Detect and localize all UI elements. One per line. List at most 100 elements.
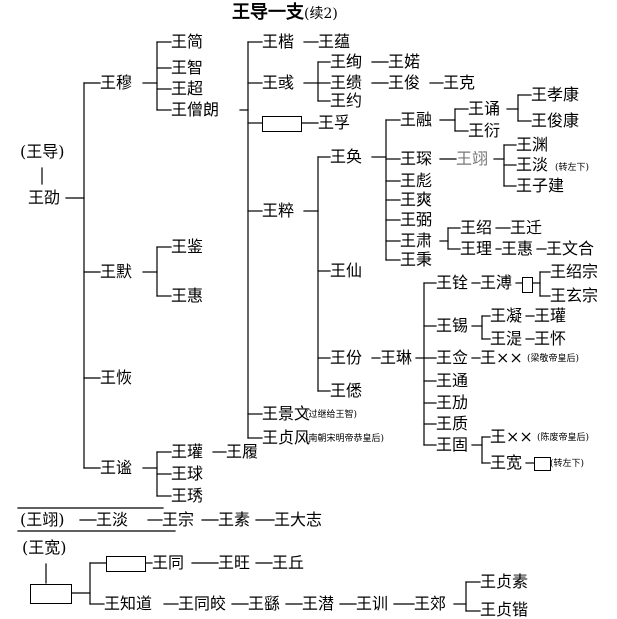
person-node: 王履 — [226, 442, 259, 461]
person-node: 王郊 — [414, 594, 447, 613]
person-node: 王默 — [100, 262, 133, 281]
person-node: 王宽 — [490, 453, 523, 472]
person-node: 王秉 — [400, 250, 433, 269]
person-node: 王彪 — [400, 171, 433, 190]
person-node: 王孚 — [318, 113, 351, 132]
unknown-name-box — [262, 116, 302, 132]
person-node: 王佥 — [436, 348, 469, 367]
person-note: (南朝宋明帝恭皇后) — [305, 434, 385, 444]
person-node: 王蕴 — [318, 32, 351, 51]
note-text: 南朝宋明帝恭皇后 — [308, 434, 381, 444]
person-node: 王琳 — [380, 348, 413, 367]
person-node: 王训 — [356, 594, 389, 613]
person-node: 王超 — [171, 79, 204, 98]
person-node: 王彧 — [262, 73, 295, 92]
person-node: 王渊 — [516, 135, 549, 154]
person-node: 王湜 — [490, 329, 523, 348]
person-node: 王知道 — [104, 594, 153, 613]
person-node: 王溥 — [480, 273, 513, 292]
person-node: 王融 — [400, 110, 433, 129]
person-node: 王凝 — [490, 306, 523, 325]
note-text: 陈废帝皇后 — [540, 433, 586, 443]
person-node: 王理 — [460, 239, 493, 258]
person-node: 王惠 — [501, 239, 534, 258]
person-node: 王恢 — [100, 368, 133, 387]
person-node: 王固 — [436, 435, 469, 454]
person-node: 王锡 — [436, 316, 469, 335]
person-node: 王弼 — [400, 210, 433, 229]
person-node: 王克 — [443, 73, 476, 92]
person-node: 王子建 — [516, 176, 565, 195]
person-node: 王琇 — [171, 486, 204, 505]
person-node: 王×× — [480, 348, 523, 367]
person-node: 王绚 — [330, 52, 363, 71]
person-node: 王宗 — [162, 510, 195, 529]
person-note: (过继给王智) — [305, 410, 358, 420]
person-node: 王衍 — [468, 121, 501, 140]
person-node: 王淡 — [96, 510, 129, 529]
person-node: 王孝康 — [531, 85, 580, 104]
person-node: 王约 — [330, 91, 363, 110]
continuation-start: (王翊) — [20, 510, 65, 529]
person-node: 王俊康 — [531, 111, 580, 130]
person-node: 王×× — [490, 427, 533, 446]
person-node: 王球 — [171, 464, 204, 483]
person-node: 王丘 — [272, 553, 305, 572]
person-node: 王智 — [171, 58, 204, 77]
person-node: 王简 — [171, 32, 204, 51]
person-node: 王奂 — [330, 147, 363, 166]
person-node: 王僁 — [330, 381, 363, 400]
person-note: (转左下) — [550, 459, 585, 469]
person-node: 王繇 — [248, 594, 281, 613]
person-node: 王琛 — [400, 149, 433, 168]
person-node: 王鉴 — [171, 237, 204, 256]
person-node: 王瓘 — [534, 306, 567, 325]
person-node: 王瓘 — [171, 442, 204, 461]
person-node: 王铨 — [436, 273, 469, 292]
person-node: 王缋 — [330, 73, 363, 92]
person-node: 王诵 — [468, 99, 501, 118]
unknown-name-box — [30, 584, 72, 604]
unknown-name-box — [106, 556, 146, 572]
person-node: 王贞素 — [480, 572, 529, 591]
person-node: 王潜 — [302, 594, 335, 613]
person-node: 王劢 — [436, 393, 469, 412]
note-text: 过继给王智 — [308, 410, 354, 420]
person-node: 王玄宗 — [550, 286, 599, 305]
person-node: 王贞锴 — [480, 600, 529, 619]
person-node: 王素 — [218, 510, 251, 529]
person-node: 王文合 — [546, 239, 595, 258]
person-node: 王爽 — [400, 190, 433, 209]
person-node: 王大志 — [274, 510, 323, 529]
unknown-name-box — [534, 457, 551, 471]
note-text: 梁敬帝皇后 — [530, 354, 576, 364]
person-node: 王谧 — [100, 458, 133, 477]
person-node: 王迁 — [510, 218, 543, 237]
person-node: 王绍 — [460, 218, 493, 237]
unknown-name-box — [522, 277, 533, 293]
note-text: 转左下 — [553, 459, 581, 469]
person-node: 王旺 — [218, 553, 251, 572]
person-note: (梁敬帝皇后) — [527, 354, 580, 364]
person-node: 王贞风 — [262, 428, 311, 447]
person-node: 王穆 — [100, 73, 133, 92]
continuation-start: (王宽) — [22, 538, 67, 557]
person-note: (转左下) — [555, 163, 590, 173]
person-node: 王质 — [436, 414, 469, 433]
person-node: 王通 — [436, 371, 469, 390]
person-node: 王份 — [330, 348, 363, 367]
person-node: 王同皎 — [178, 594, 227, 613]
person-node: 王怀 — [534, 329, 567, 348]
person-node: 王俊 — [388, 73, 421, 92]
person-node: 王同 — [152, 553, 185, 572]
ancestor-label: (王导) — [20, 142, 65, 161]
person-node: 王肃 — [400, 231, 433, 250]
person-node: 王婼 — [388, 52, 421, 71]
person-node: 王惠 — [171, 286, 204, 305]
title-text: 王导一支 — [232, 2, 304, 23]
page-title: 王导一支(续2) — [232, 2, 338, 25]
person-node: 王翊 — [456, 149, 489, 168]
root-person: 王劭 — [28, 188, 61, 207]
